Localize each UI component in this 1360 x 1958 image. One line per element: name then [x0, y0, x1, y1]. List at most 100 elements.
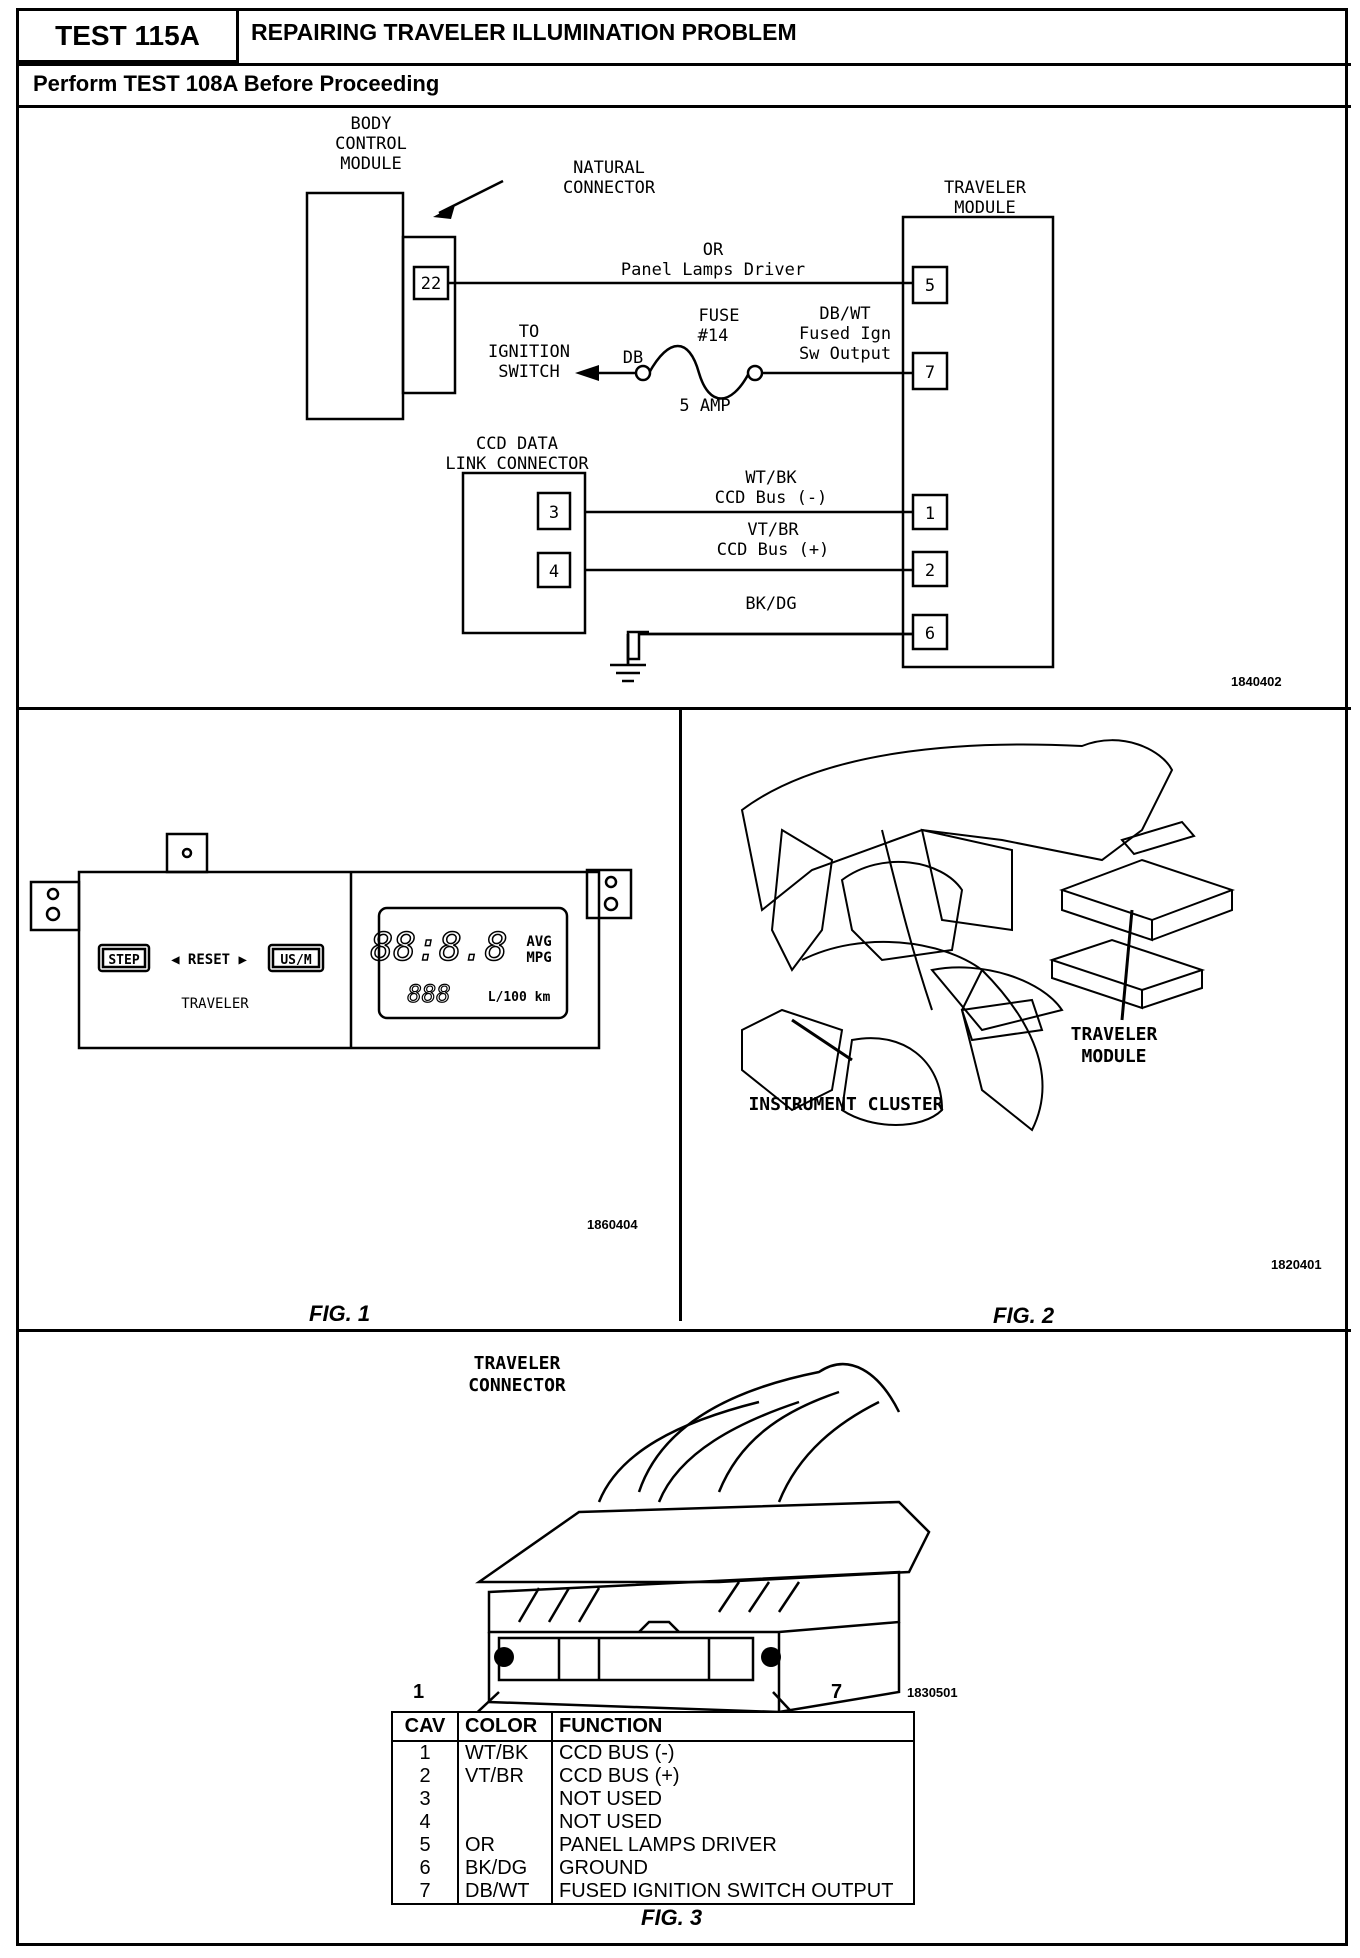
- fig1-label: FIG. 1: [309, 1301, 371, 1326]
- bcm-label-2: CONTROL: [335, 134, 407, 154]
- fig2-traveler-module-2: MODULE: [1081, 1046, 1146, 1067]
- bcm-label-3: MODULE: [340, 154, 401, 174]
- service-manual-page: TEST 115A REPAIRING TRAVELER ILLUMINATIO…: [16, 8, 1351, 1946]
- fig3-label: FIG. 3: [641, 1905, 703, 1930]
- tm-pin-6-label: 6: [925, 624, 935, 644]
- ccd-connector-box: [461, 471, 587, 635]
- cell-function: NOT USED: [559, 1788, 662, 1810]
- segment-display-big: 88:8.8: [370, 925, 507, 969]
- bcm-label-1: BODY: [351, 114, 392, 134]
- table-row: 1 WT/BK CCD BUS (-): [392, 1741, 914, 1765]
- header-divider: [19, 63, 1351, 66]
- cell-function: NOT USED: [559, 1811, 662, 1833]
- cell-cav: 4: [392, 1811, 459, 1834]
- fig2-label: FIG. 2: [993, 1303, 1055, 1328]
- natural-label-2: CONNECTOR: [563, 178, 656, 198]
- wiring-schematic: BODY CONTROL MODULE NATURAL CONNECTOR TR…: [305, 114, 1055, 683]
- cell-function: GROUND: [559, 1857, 648, 1879]
- col-cav: CAV: [392, 1712, 459, 1742]
- ccd-pin-3-label: 3: [549, 503, 559, 523]
- tm-pin-6: [911, 613, 949, 651]
- cell-color: OR: [458, 1834, 553, 1857]
- usm-button: US/M: [280, 953, 311, 968]
- tm-label-2: MODULE: [954, 198, 1015, 218]
- cell-function: FUSED IGNITION SWITCH OUTPUT: [559, 1880, 894, 1902]
- wire-dbwt-color: DB/WT: [819, 304, 870, 324]
- pin-1-label: 1: [413, 1681, 425, 1703]
- table-row: 3 NOT USED: [392, 1788, 914, 1811]
- fig2-code: 1820401: [1271, 1257, 1322, 1272]
- wire-wtbk-desc: CCD Bus (-): [715, 488, 828, 508]
- cell-cav: 3: [392, 1788, 459, 1811]
- wire-wtbk-color: WT/BK: [745, 468, 797, 488]
- cavity-table: CAV COLOR FUNCTION 1 WT/BK CCD BUS (-) 2…: [391, 1711, 915, 1905]
- wire-dbwt-desc1: Fused Ign: [799, 324, 891, 344]
- section-divider-1: [19, 707, 1351, 710]
- wire-vtbr-desc: CCD Bus (+): [717, 540, 830, 560]
- natural-connector-box: [401, 235, 457, 395]
- tm-label-1: TRAVELER: [944, 178, 1027, 198]
- fig-divider: [679, 707, 682, 1321]
- table-row: 7 DB/WT FUSED IGNITION SWITCH OUTPUT: [392, 1880, 914, 1904]
- fig2-traveler-module-1: TRAVELER: [1071, 1024, 1158, 1045]
- ccd-pin-4: [536, 551, 572, 589]
- to-ignition-2: IGNITION: [488, 342, 570, 362]
- segment-display-small: 888: [407, 980, 450, 1008]
- wire-or-desc: Panel Lamps Driver: [621, 260, 805, 280]
- cell-color: VT/BR: [458, 1765, 553, 1788]
- col-function: FUNCTION: [552, 1712, 914, 1742]
- mpg-label: MPG: [526, 950, 551, 966]
- cell-cav: 6: [392, 1857, 459, 1880]
- tm-pin-2-label: 2: [925, 561, 935, 581]
- section-divider-2: [19, 1329, 1351, 1332]
- fuse-label-2: #14: [698, 326, 729, 346]
- fig3-code: 1830501: [907, 1685, 958, 1700]
- fig1-traveler-display: STEP ◀ RESET ▶ US/M TRAVELER 88:8.8 AVG …: [29, 832, 633, 1050]
- gauge-cover: [840, 1037, 944, 1126]
- cell-function: CCD BUS (-): [559, 1742, 675, 1764]
- table-row: 4 NOT USED: [392, 1811, 914, 1834]
- natural-label-1: NATURAL: [573, 158, 645, 178]
- body-control-module-box: [305, 191, 405, 421]
- cell-function: PANEL LAMPS DRIVER: [559, 1834, 777, 1856]
- cell-color: [458, 1811, 553, 1834]
- fig3-connector-illustration: TRAVELER CONNECTOR: [468, 1353, 931, 1712]
- connector-label-2: CONNECTOR: [468, 1375, 566, 1396]
- ccd-pin-3: [536, 491, 572, 531]
- col-color: COLOR: [458, 1712, 553, 1742]
- schematic-code: 1840402: [1231, 674, 1282, 689]
- step-button: STEP: [108, 953, 139, 968]
- fuse-label-1: FUSE: [699, 306, 740, 326]
- tm-pin-5-label: 5: [925, 276, 935, 296]
- cell-color: [458, 1788, 553, 1811]
- ccd-pin-4-label: 4: [549, 562, 559, 582]
- tm-pin-7-label: 7: [925, 363, 935, 383]
- page-title: REPAIRING TRAVELER ILLUMINATION PROBLEM: [251, 19, 797, 45]
- ccd-label-1: CCD DATA: [476, 434, 558, 454]
- wire-or-color: OR: [703, 240, 724, 260]
- cell-cav: 7: [392, 1880, 459, 1904]
- avg-label: AVG: [526, 934, 551, 950]
- table-header-row: CAV COLOR FUNCTION: [392, 1712, 914, 1742]
- cell-color: DB/WT: [458, 1880, 553, 1904]
- table-row: 6 BK/DG GROUND: [392, 1857, 914, 1880]
- instrument-cluster-label: INSTRUMENT CLUSTER: [748, 1094, 943, 1115]
- cell-cav: 5: [392, 1834, 459, 1857]
- pin-7-label: 7: [831, 1681, 843, 1703]
- cell-color: WT/BK: [458, 1741, 553, 1765]
- wire-dbwt-desc2: Sw Output: [799, 344, 891, 364]
- bcm-pin-label: 22: [421, 274, 441, 294]
- instrument-cluster-shape: [741, 1008, 844, 1112]
- fig2-dash-illustration: TRAVELER MODULE INSTRUMENT CLUSTER: [740, 739, 1235, 1132]
- subtitle-divider: [19, 105, 1351, 108]
- cell-function: CCD BUS (+): [559, 1765, 680, 1787]
- ccd-label-2: LINK CONNECTOR: [445, 454, 589, 474]
- test-id: TEST 115A: [19, 11, 239, 63]
- cell-cav: 1: [392, 1741, 459, 1765]
- cell-color: BK/DG: [458, 1857, 553, 1880]
- to-ignition-3: SWITCH: [498, 362, 559, 382]
- wire-bkdg-color: BK/DG: [745, 594, 796, 614]
- fig1-code: 1860404: [587, 1217, 638, 1232]
- l100-label: L/100 km: [488, 990, 551, 1005]
- cell-cav: 2: [392, 1765, 459, 1788]
